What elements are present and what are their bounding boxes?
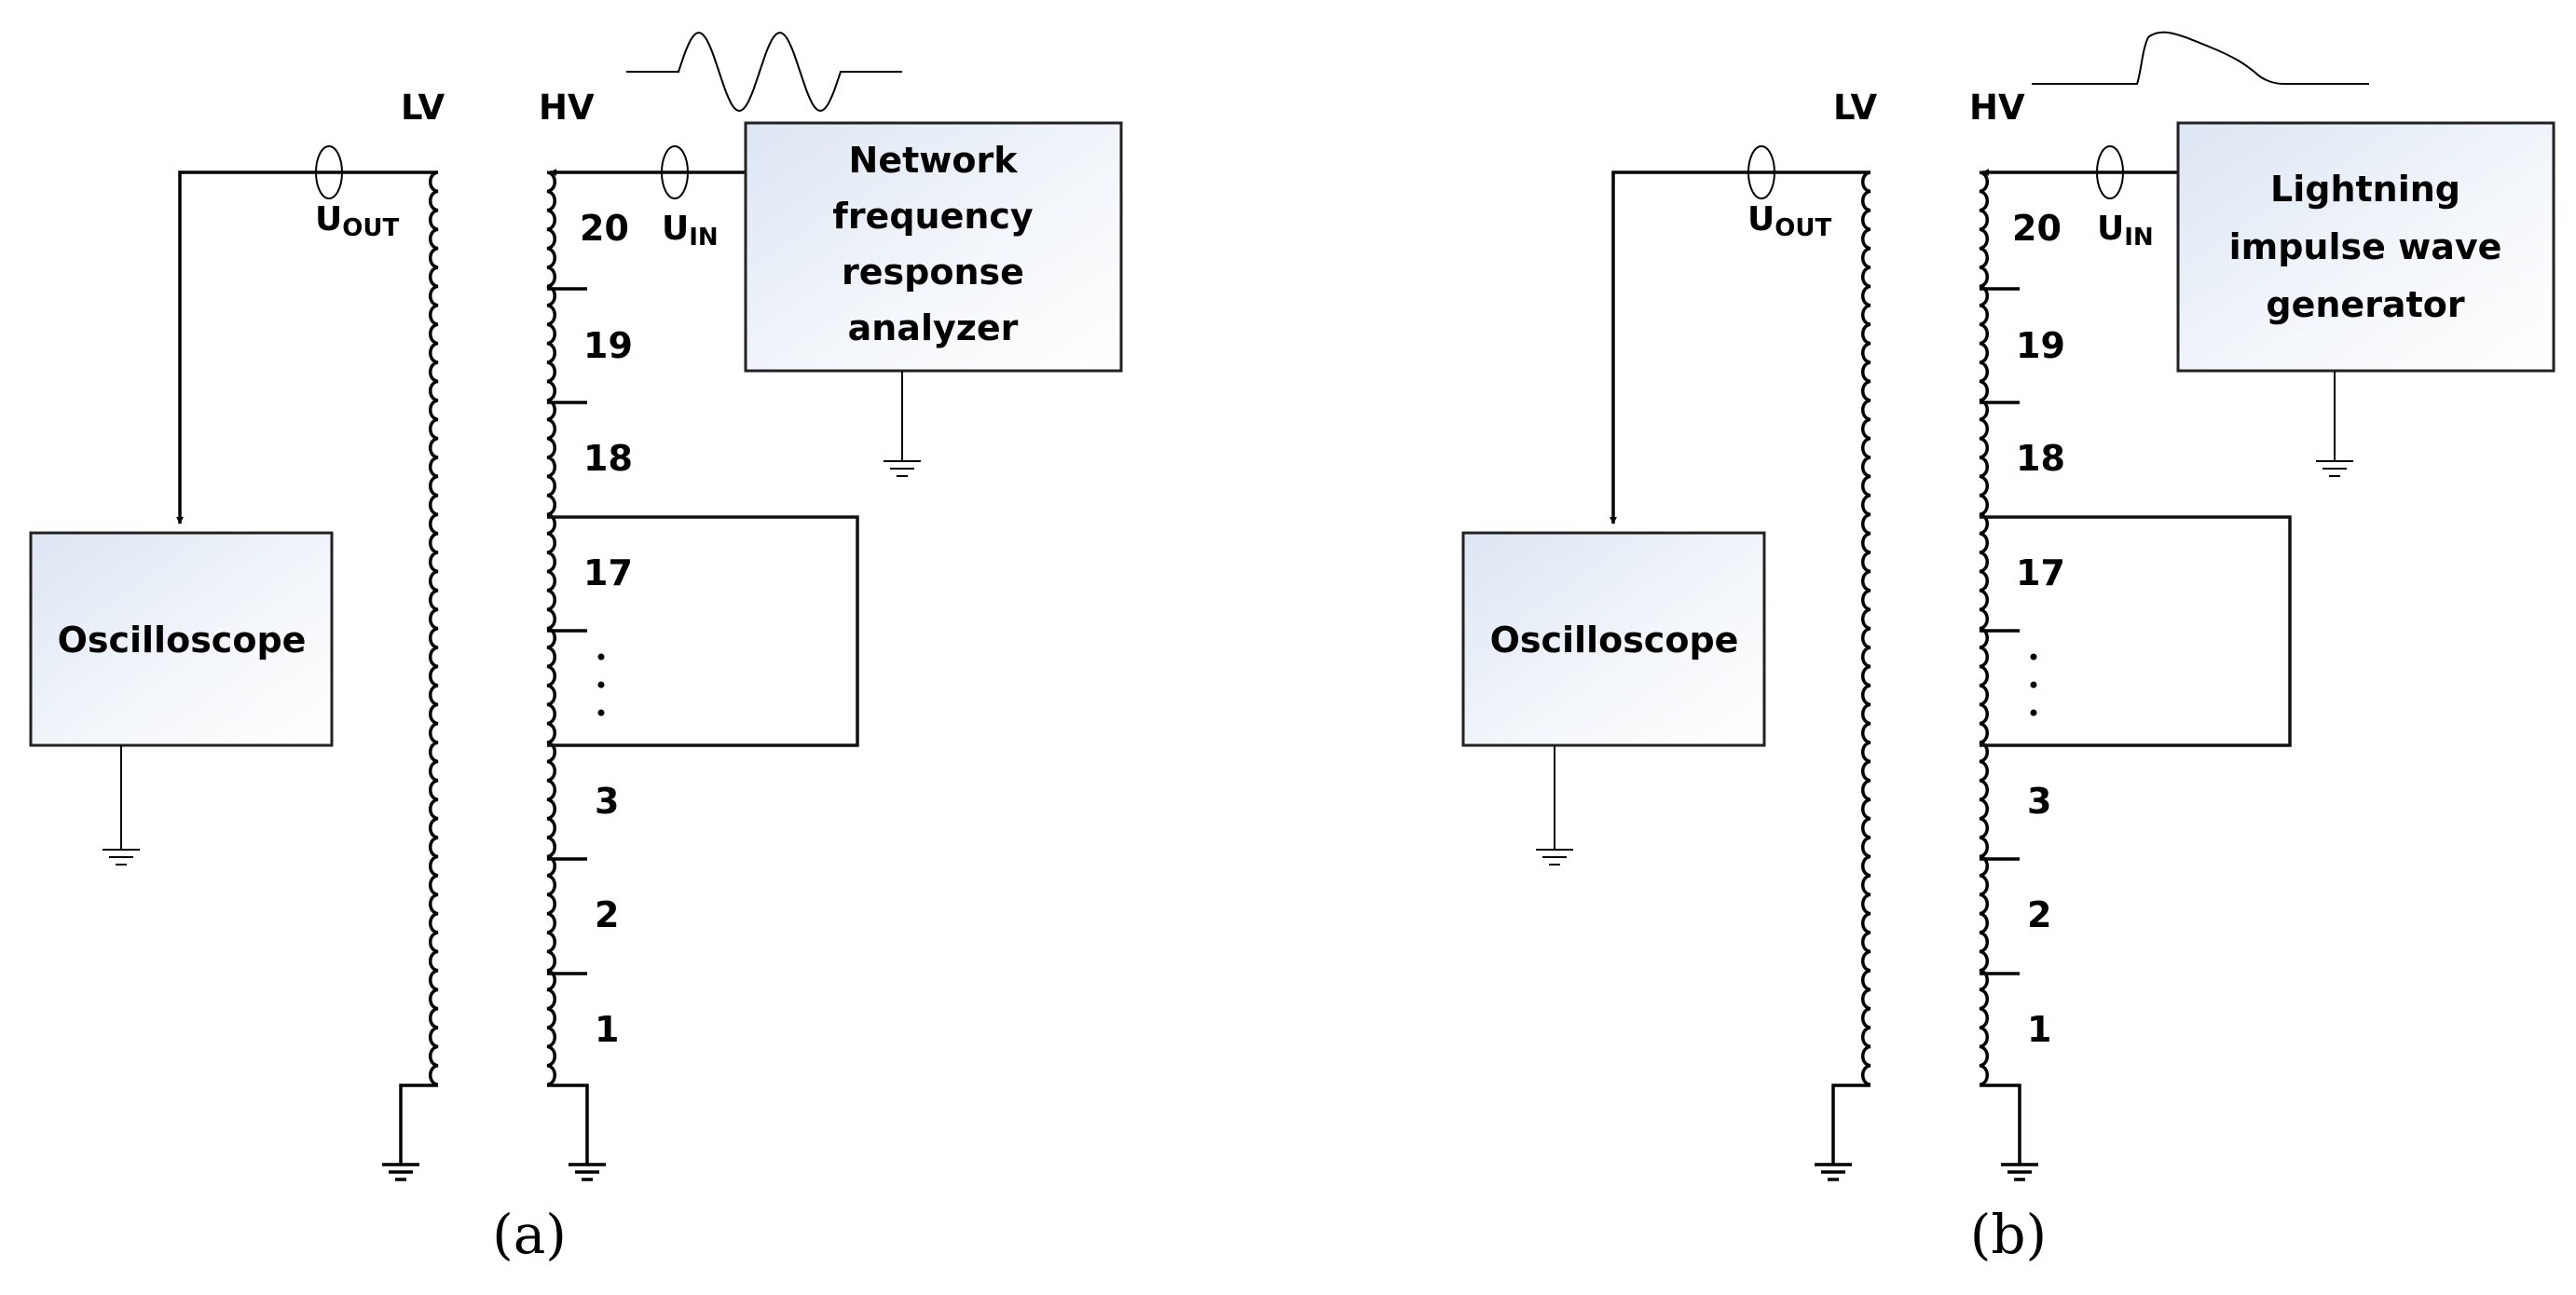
lv-ground-icon — [1815, 1163, 1852, 1181]
tap-label: 1 — [2027, 1009, 2051, 1050]
hv-bottom-lead — [1980, 1084, 2021, 1165]
source-line: Lightning — [2270, 169, 2460, 210]
source-line: Network — [849, 140, 1019, 181]
lv-top-lead — [176, 170, 438, 525]
hv-winding — [1979, 170, 1989, 1086]
source-ground-icon — [2316, 460, 2353, 477]
hv-ground-icon — [2001, 1163, 2038, 1181]
svg-text:UIN: UIN — [2097, 210, 2154, 252]
oscilloscope-ground-icon — [1536, 849, 1573, 866]
oscilloscope-box — [1461, 531, 1766, 747]
panel-a: LV HV UOUT 20 — [29, 31, 1123, 1266]
svg-text:UIN: UIN — [662, 210, 719, 252]
oscilloscope-label: Oscilloscope — [1490, 620, 1739, 661]
uin-label: UIN — [2097, 210, 2154, 252]
omitted-section-box — [1980, 515, 2292, 747]
source-line: impulse wave — [2229, 226, 2502, 267]
lv-bottom-lead — [399, 1084, 438, 1165]
uout-label: UOUT — [1747, 200, 1831, 242]
uout-current-probe-icon — [315, 145, 343, 199]
lv-ground-icon — [382, 1163, 419, 1181]
svg-text:UOUT: UOUT — [315, 200, 399, 242]
tap-label: 18 — [2016, 438, 2065, 479]
oscilloscope-ground-icon — [103, 849, 140, 866]
panel-caption: (b) — [1970, 1203, 2047, 1266]
source-line: frequency — [832, 196, 1034, 237]
tap-label: 17 — [583, 552, 633, 593]
tap-label: 3 — [2027, 781, 2051, 822]
tap-label: 2 — [2027, 894, 2051, 935]
ellipsis-dots — [597, 653, 605, 716]
lv-winding — [1861, 170, 1871, 1086]
tap-label: 19 — [583, 325, 633, 366]
oscilloscope-label: Oscilloscope — [58, 620, 307, 661]
ellipsis-dots — [2030, 653, 2037, 716]
source-box — [2176, 121, 2555, 373]
uin-current-probe-icon — [2096, 145, 2124, 199]
hv-winding — [546, 170, 556, 1086]
lv-label: LV — [1833, 88, 1877, 128]
tap-label: 3 — [595, 781, 619, 822]
tap-lines — [1980, 287, 2020, 975]
lv-label: LV — [401, 88, 445, 128]
omitted-section-box — [547, 515, 859, 747]
svg-text:UOUT: UOUT — [1747, 200, 1831, 242]
panel-caption: (a) — [492, 1203, 567, 1266]
uout-current-probe-icon — [1747, 145, 1775, 199]
source-ground-icon — [884, 460, 921, 477]
tap-label: 17 — [2016, 552, 2065, 593]
lv-top-lead — [1610, 170, 1870, 525]
uout-label: UOUT — [315, 200, 399, 242]
source-line: analyzer — [848, 307, 1019, 348]
tap-label: 20 — [2012, 208, 2062, 249]
uin-label: UIN — [662, 210, 719, 252]
lv-bottom-lead — [1831, 1084, 1870, 1165]
hv-ground-icon — [569, 1163, 606, 1181]
tap-label: 1 — [595, 1009, 619, 1050]
panel-b: LV HV UOUT 20 19 18 17 — [1461, 31, 2555, 1266]
source-line: generator — [2266, 284, 2464, 325]
hv-label: HV — [539, 88, 595, 128]
hv-label: HV — [1969, 88, 2025, 128]
lv-winding — [429, 170, 439, 1086]
source-box — [744, 121, 1123, 373]
source-line: response — [842, 252, 1024, 293]
tap-label: 19 — [2016, 325, 2065, 366]
oscilloscope-box — [29, 531, 334, 747]
uin-current-probe-icon — [661, 145, 689, 199]
tap-label: 20 — [580, 208, 629, 249]
sine-waveform-icon — [626, 31, 902, 113]
impulse-waveform-icon — [2032, 31, 2369, 85]
tap-lines — [547, 287, 587, 975]
hv-bottom-lead — [547, 1084, 589, 1165]
tap-label: 2 — [595, 894, 619, 935]
tap-label: 18 — [583, 438, 633, 479]
